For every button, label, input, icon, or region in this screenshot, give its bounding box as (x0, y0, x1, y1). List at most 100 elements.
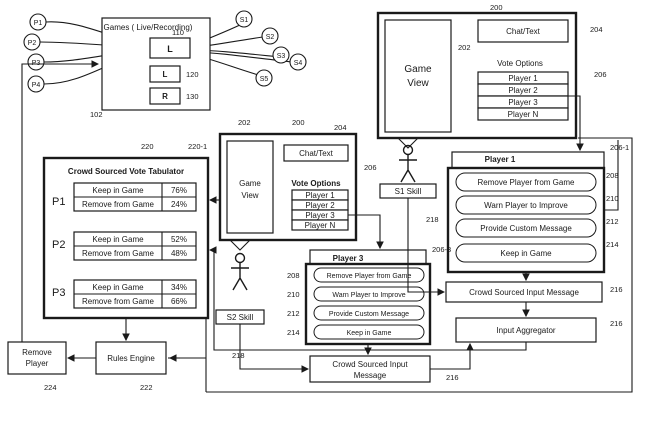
game-slot-2[interactable] (149, 65, 181, 83)
player-circle-1-label: P1 (34, 20, 43, 27)
vote-option-mid-4[interactable] (291, 219, 349, 231)
game-view-mid-screen[interactable] (226, 140, 274, 234)
player3-panel: Player 3 206-3 Remove Player from Game 2… (287, 245, 451, 346)
game-view-mid: 202 200 204 Game View Chat/Text Vote Opt… (218, 118, 377, 242)
player-circle-4-label: P4 (32, 82, 41, 89)
ref-120: 120 (186, 70, 199, 79)
player3-option-warn[interactable] (313, 286, 425, 302)
tab-row-1-1-label: Keep in Game (92, 186, 144, 195)
ref-216-agg: 216 (610, 319, 623, 328)
player1-option-keep[interactable] (455, 243, 597, 263)
vote-option-mid-1-label: Player 1 (305, 191, 335, 200)
player1-option-warn[interactable] (455, 195, 597, 215)
player1-option-custom[interactable] (455, 218, 597, 238)
vote-option-large-4[interactable] (477, 107, 569, 121)
tab-row-1-2-label: Remove from Game (82, 200, 155, 209)
ref-110: 110 (172, 28, 184, 37)
vote-option-large-2-label: Player 2 (508, 86, 538, 95)
tab-row-3-2-label: Remove from Game (82, 297, 155, 306)
spectator-circle-3 (272, 46, 290, 64)
vote-option-mid-4-label: Player N (305, 221, 336, 230)
ref-204-large: 204 (590, 25, 603, 34)
remove-player-box[interactable] (7, 341, 67, 375)
tab-player-1: P1 (52, 196, 65, 208)
player-circle-1 (29, 13, 47, 31)
spectator-circle-5-label: S5 (260, 76, 269, 83)
player3-option-remove-label: Remove Player from Game (327, 273, 412, 280)
vote-option-large-3-label: Player 3 (508, 98, 538, 107)
ref-214-p1: 214 (606, 240, 619, 249)
chat-text-mid[interactable] (283, 144, 349, 162)
remove-player-label-1: Remove (22, 348, 52, 357)
csim-top-box[interactable] (445, 281, 603, 303)
player3-panel-title: Player 3 (333, 254, 364, 263)
csim-bottom-label-1: Crowd Sourced Input (332, 360, 408, 369)
s1-skill-label: S1 Skill (395, 187, 422, 196)
ref-210-p1: 210 (606, 194, 619, 203)
ref-200-mid: 200 (292, 118, 305, 127)
rules-engine-label: Rules Engine (107, 354, 155, 363)
ref-210-p3: 210 (287, 290, 300, 299)
player3-option-keep-label: Keep in Game (347, 330, 392, 337)
tab-row-3-1-pct: 34% (171, 283, 187, 292)
spectator-circle-2 (261, 27, 279, 45)
ref-204-mid: 204 (334, 123, 347, 132)
tab-row-3-2-pct: 66% (171, 297, 187, 306)
chat-text-mid-label: Chat/Text (299, 149, 334, 158)
ref-206-large: 206 (594, 70, 607, 79)
player-circle-4 (27, 75, 45, 93)
games-section: Games ( Live/Recording) 110 L L 120 R 13… (23, 10, 307, 119)
spectator-circle-1 (235, 10, 253, 28)
ref-202-large: 202 (458, 43, 471, 52)
game-view-mid-label-1: Game (239, 179, 261, 188)
tab-row-1-1-pct: 76% (171, 186, 187, 195)
player1-panel-title: Player 1 (485, 155, 516, 164)
ref-202-mid: 202 (238, 118, 251, 127)
spectator-circle-3-label: S3 (277, 53, 286, 60)
ref-208-p3: 208 (287, 271, 300, 280)
chat-text-large[interactable] (477, 19, 569, 43)
spectator-circle-4-label: S4 (294, 60, 303, 67)
spectator-figure-1 (397, 137, 419, 183)
remove-player-label-2: Player (26, 359, 49, 368)
player1-option-custom-label: Provide Custom Message (480, 224, 572, 233)
vote-options-mid-title: Vote Options (291, 179, 341, 188)
player1-option-remove[interactable] (455, 172, 597, 192)
tab-row-2-2-pct: 48% (171, 249, 187, 258)
game-slot-1[interactable] (149, 37, 191, 59)
vote-options-mid: Player 1 Player 2 Player 3 Player N (291, 189, 349, 231)
ref-200-large: 200 (490, 3, 503, 12)
ref-224: 224 (44, 383, 57, 392)
player1-option-remove-label: Remove Player from Game (478, 178, 575, 187)
tab-row-2-2-label: Remove from Game (82, 249, 155, 258)
spectator-circle-5 (255, 69, 273, 87)
player3-option-remove[interactable] (313, 267, 425, 283)
spectator-circle-1-label: S1 (240, 17, 249, 24)
ref-206-mid: 206 (364, 163, 377, 172)
input-aggregator-label: Input Aggregator (496, 326, 555, 335)
game-slot-3[interactable] (149, 87, 181, 105)
spectator-circle-4 (289, 53, 307, 71)
player-circle-2 (23, 33, 41, 51)
ref-216-bottom: 216 (446, 373, 459, 382)
game-slot-1-label: L (167, 44, 173, 54)
ref-130: 130 (186, 92, 199, 101)
csim-bottom-box[interactable] (309, 355, 431, 383)
game-slot-3-label: R (162, 92, 168, 101)
game-slot-2-label: L (163, 70, 168, 79)
player1-panel: Player 1 206-1 Remove Player from Game 2… (446, 143, 629, 274)
player3-option-keep[interactable] (313, 324, 425, 340)
chat-text-large-label: Chat/Text (506, 27, 541, 36)
ref-220: 220 (141, 142, 154, 151)
ref-212-p1: 212 (606, 217, 619, 226)
ref-218-s2: 218 (232, 351, 245, 360)
vote-option-mid-3-label: Player 3 (305, 211, 335, 220)
tab-row-1-2-pct: 24% (171, 200, 187, 209)
player3-option-custom[interactable] (313, 305, 425, 321)
csim-top-label: Crowd Sourced Input Message (469, 288, 579, 297)
vote-option-large-1-label: Player 1 (508, 74, 538, 83)
tab-row-2-1-label: Keep in Game (92, 235, 144, 244)
csim-bottom-label-2: Message (354, 371, 387, 380)
game-view-large-screen[interactable] (384, 19, 452, 133)
player1-option-keep-label: Keep in Game (500, 249, 552, 258)
